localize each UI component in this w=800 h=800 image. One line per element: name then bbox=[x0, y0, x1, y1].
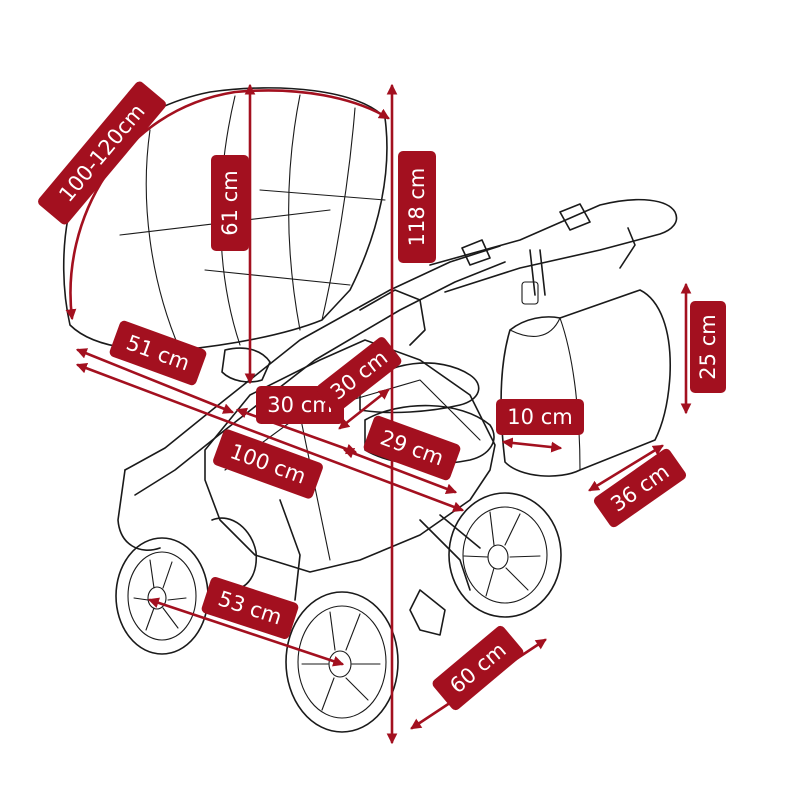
bag-clip bbox=[521, 281, 539, 305]
canopy-seams bbox=[119, 189, 386, 286]
rear-leg bbox=[117, 469, 161, 551]
arrow-canopy-arc bbox=[65, 89, 390, 321]
label-wheelbase: 53 cm bbox=[201, 577, 299, 639]
badge bbox=[496, 399, 584, 435]
label-text: 100-120cm bbox=[54, 99, 149, 206]
label-footrest: 29 cm bbox=[363, 415, 461, 481]
arrow-bag-depth bbox=[501, 437, 563, 453]
label-backrest: 30 cm bbox=[316, 337, 402, 413]
bag-body bbox=[500, 289, 671, 477]
label-text: 118 cm bbox=[405, 168, 429, 247]
cup-holder bbox=[221, 347, 271, 383]
handlebar bbox=[429, 198, 678, 293]
arrow-wheelbase bbox=[147, 597, 345, 667]
stroller-drawing bbox=[62, 87, 678, 733]
front-right-wheel bbox=[448, 492, 562, 618]
badge bbox=[432, 625, 524, 711]
label-bag-depth: 10 cm bbox=[496, 399, 584, 435]
label-canopy-height: 61 cm bbox=[211, 155, 249, 251]
label-seat-length: 51 cm bbox=[109, 320, 207, 386]
badge bbox=[213, 429, 323, 499]
changing-bag bbox=[500, 227, 671, 477]
label-text: 61 cm bbox=[218, 170, 242, 235]
badge bbox=[690, 301, 726, 393]
brake-pedal bbox=[409, 589, 446, 636]
badge bbox=[38, 81, 166, 225]
arrow-bag-width bbox=[588, 444, 664, 492]
badge bbox=[316, 337, 402, 413]
bag-strap-left bbox=[529, 249, 546, 296]
back-left-wheel bbox=[115, 537, 209, 655]
label-text: 10 cm bbox=[507, 405, 572, 429]
bag-seams bbox=[509, 317, 581, 471]
badge bbox=[363, 415, 461, 481]
middle-leg bbox=[279, 499, 301, 601]
arrow-backrest bbox=[338, 388, 390, 430]
handlebar-grips bbox=[461, 203, 591, 266]
rear-right-wheel bbox=[285, 591, 399, 733]
dimension-lines bbox=[65, 83, 692, 745]
front-left-wheel bbox=[211, 517, 257, 591]
badge bbox=[593, 448, 687, 528]
carrycot-body bbox=[204, 339, 496, 573]
label-bag-height: 25 cm bbox=[690, 301, 726, 393]
label-text: 25 cm bbox=[696, 314, 720, 379]
badge bbox=[109, 320, 207, 386]
label-track-width: 60 cm bbox=[432, 625, 524, 711]
badge bbox=[398, 151, 436, 263]
arrow-footrest bbox=[342, 448, 458, 494]
label-total-height: 118 cm bbox=[398, 151, 436, 263]
badge bbox=[211, 155, 249, 251]
label-canopy-arc: 100-120cm bbox=[38, 81, 166, 225]
badge bbox=[201, 577, 299, 639]
front-leg bbox=[419, 514, 481, 591]
bag-strap-right bbox=[619, 227, 636, 269]
